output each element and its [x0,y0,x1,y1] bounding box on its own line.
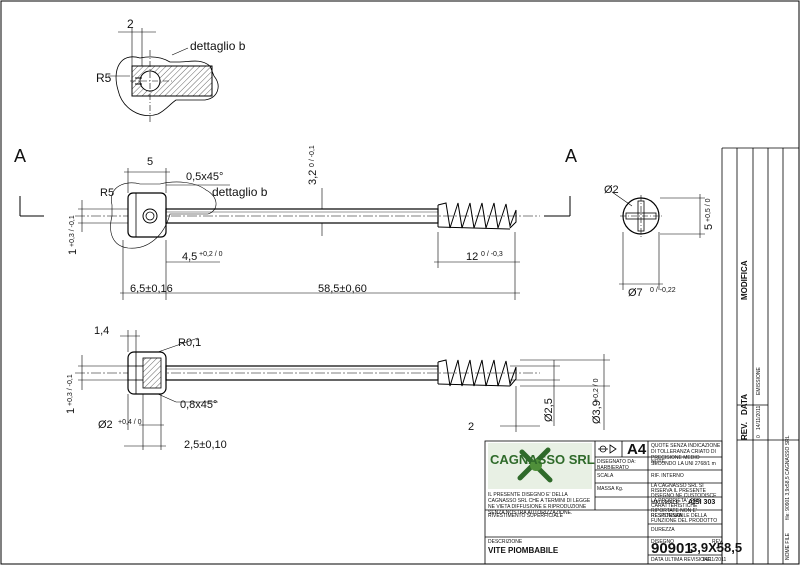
dim-top-2: 2 [127,17,134,31]
scale-label: SCALA [597,473,614,479]
rights-note: LA CAGNASSO SRL SI RISERVA IL PRESENTE D… [651,483,718,524]
dim-1b-tol: +0,3 / -0,1 [67,374,74,406]
drawing-number: 90901 [651,540,693,557]
dim-1b: 1 [65,408,77,414]
revision-rev0-date: 14/11/2011 [756,405,762,430]
dim-phi3-9-tol: +0,2 / 0 [593,378,600,402]
last-rev-label: DATA ULTIMA REVISIONE [651,557,712,563]
dim-12-tol: 0 / -0,3 [481,251,503,258]
coating-label: RIVESTIMENTO SUPERFICIALE [488,513,563,519]
file-name: file: 90901 3,9x58,5 CAGNASSO SRL [785,435,791,521]
revision-rev0: 0 [756,435,762,438]
dim-1: 1 [67,249,79,255]
dim-phi2-5: Ø2,5 [543,398,555,422]
dim-phi7: Ø7 [628,287,643,299]
dim-5: 5 [147,156,153,168]
dim-phi2b: Ø2 [98,419,113,431]
dim-r0-1: R0,1 [178,337,201,349]
dim-4-5: 4,5 [182,251,197,263]
section-label-right: A [565,146,577,166]
dim-3-2-tol: 0 / -0,1 [309,145,316,167]
dim-top-r5: R5 [96,71,112,85]
description-value: VITE PIOMBABILE [488,546,559,555]
last-rev-date: 14/11/2011 [702,557,727,563]
detail-b-outline [115,56,219,116]
dim-phi3-9: Ø3,9 [591,400,603,424]
description-label: DESCRIZIONE [488,539,523,545]
dim-phi2: Ø2 [604,184,619,196]
drawing-label: DISEGNO [651,539,675,545]
dim-5b: 5 [703,224,715,230]
revision-column [721,147,799,564]
mass-label: MASSA Kg. [597,486,624,492]
company-name: CAGNASSO SRL [490,452,595,467]
resistance-label: RESISTENZA [651,513,683,519]
dim-r5: R5 [100,187,114,199]
hardness-label: DUREZZA [651,527,675,533]
label-detail-main: dettaglio b [212,185,268,199]
dim-2-5: 2,5±0,10 [184,439,227,451]
title-block-grid [484,440,723,565]
company-logo [488,443,592,489]
revision-rev: REV. [740,422,749,440]
screw-main-view [75,168,540,300]
dim-08x45: 0,8x45° [180,399,217,411]
dim-6-5: 6,5±0,16 [130,283,173,295]
rif-label: RIF. INTERNO [651,473,684,479]
dim-05x45: 0,5x45° [186,171,223,183]
dim-58-5: 58,5±0,60 [318,283,367,295]
revision-emissione: EMISSIONE [756,367,762,395]
detail-b-top [108,28,219,122]
dim-4-5-tol: +0,2 / 0 [199,251,223,258]
dim-phi2b-tol: +0,4 / 0 [118,419,142,426]
sheet-format: A4 [627,441,647,458]
drawing-spec: 3,9X58,5 [690,540,743,555]
dim-1-4: 1,4 [94,325,109,337]
dim-1-tol: +0,3 / -0,1 [69,215,76,247]
rev-value: - [716,540,720,554]
copyright-note: IL PRESENTE DISEGNO E' DELLA CAGNASSO SR… [488,492,591,516]
rev-label: REV. [712,539,724,545]
designed-by: BARBIERATO [597,465,629,471]
material-value: AISI 303 [688,499,716,506]
note-label: NOTE [651,459,665,465]
dim-3-2: 3,2 [307,170,319,185]
designed-by-label: DISEGNATO DA: [597,459,636,465]
file-label: NOME FILE [785,533,791,560]
material-label: MATERIALE [651,500,679,506]
section-markers [19,196,571,217]
label-detail-top: dettaglio b [190,39,246,53]
section-label-left: A [14,146,26,166]
dim-12: 12 [466,251,478,263]
end-view [611,191,705,290]
screw-section-view [75,330,610,450]
dim-2: 2 [468,421,474,433]
revision-data: DATA [740,393,749,415]
dim-5b-tol: +0,5 / 0 [705,198,712,222]
tolerance-note: QUOTE SENZA INDICAZIONE DI TOLLERANZA CR… [651,443,721,467]
dim-phi7-tol: 0 / -0,22 [650,287,676,294]
revision-modifica: MODIFICA [740,260,749,300]
